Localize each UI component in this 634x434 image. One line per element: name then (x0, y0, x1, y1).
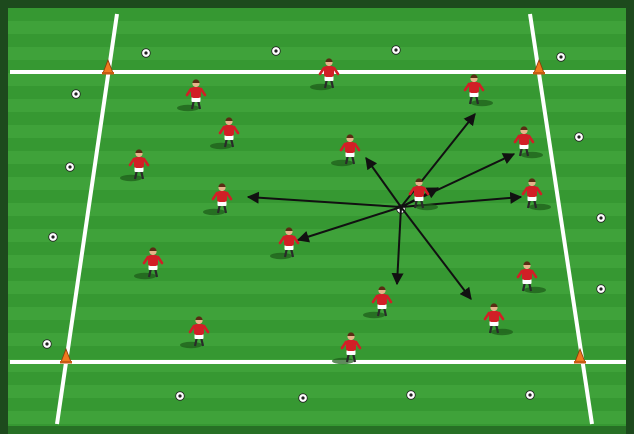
cones (60, 58, 586, 364)
player-icon (516, 261, 546, 294)
player-icon (332, 332, 362, 365)
soccer-ball-icon (596, 213, 606, 223)
soccer-ball-icon (574, 132, 584, 142)
pass-arrow-icon (296, 206, 402, 243)
grass-stripe (8, 398, 626, 411)
grass-stripe (8, 138, 626, 151)
grass-stripe (8, 424, 626, 434)
player-icon (203, 183, 233, 216)
pass-arrows (246, 113, 523, 300)
grass-stripe (8, 268, 626, 281)
player-icon (270, 227, 300, 260)
player-icon (177, 79, 207, 112)
player-icon (408, 178, 438, 211)
player-icon (331, 134, 361, 167)
player-icon (363, 286, 393, 319)
soccer-ball-icon (175, 391, 185, 401)
pass-arrow-icon (246, 191, 402, 208)
grass-stripe (8, 346, 626, 359)
soccer-ball-icon (48, 232, 58, 242)
player-icon (463, 74, 493, 107)
grass-stripe (8, 34, 626, 47)
soccer-ball-icon (42, 339, 52, 349)
grass-stripe (8, 372, 626, 385)
player-icon (210, 117, 240, 150)
pass-arrow-icon (400, 113, 476, 208)
grass-stripe (8, 320, 626, 333)
grass-stripe (8, 242, 626, 255)
pass-arrow-icon (391, 206, 404, 286)
pass-arrow-icon (400, 206, 472, 300)
player-icon (120, 149, 150, 182)
grass-stripe (8, 164, 626, 177)
soccer-ball-icon (298, 393, 308, 403)
grass-stripe (8, 294, 626, 307)
soccer-ball-icon (525, 390, 535, 400)
player-icon (134, 247, 164, 280)
cone-icon (102, 58, 114, 75)
cone-icon (60, 347, 72, 364)
players (120, 58, 551, 365)
cone-icon (574, 347, 586, 364)
soccer-ball-icon (271, 46, 281, 56)
player-icon (513, 126, 543, 159)
player-icon (483, 303, 513, 336)
soccer-ball-icon (556, 52, 566, 62)
grass-stripe (8, 60, 626, 73)
soccer-ball-icon (406, 390, 416, 400)
soccer-ball-icon (596, 284, 606, 294)
player-icon (180, 316, 210, 349)
grass-stripe (8, 190, 626, 203)
grass-stripe (8, 216, 626, 229)
soccer-ball-icon (391, 45, 401, 55)
soccer-ball-icon (71, 89, 81, 99)
soccer-ball-icon (65, 162, 75, 172)
player-icon (521, 178, 551, 211)
pass-arrow-icon (365, 157, 402, 208)
player-icon (310, 58, 340, 91)
cone-icon (533, 58, 545, 75)
soccer-ball-icon (141, 48, 151, 58)
grass-stripe (8, 8, 626, 21)
